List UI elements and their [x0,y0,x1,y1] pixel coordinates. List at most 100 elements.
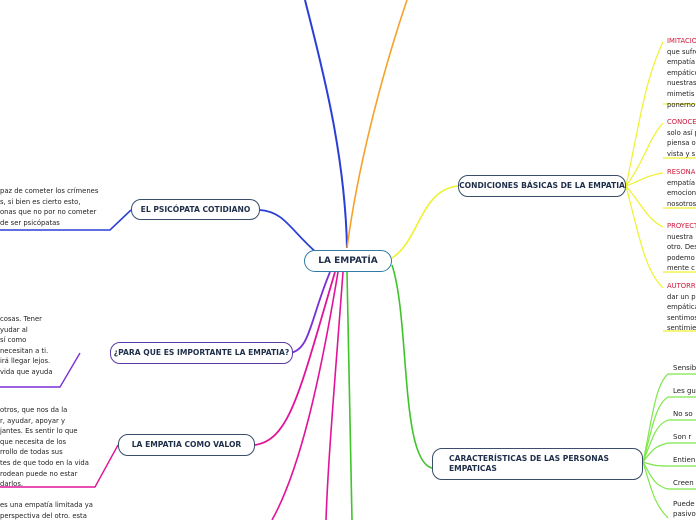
caracteristica-item[interactable]: Les gu [673,387,696,395]
caracteristica-item[interactable]: Son r [673,433,692,441]
valor-line: r, ayudar, apoyar y [0,416,66,425]
group-line: empatía [667,178,696,187]
connector-proyeccion [625,185,664,228]
valor-line: darlos. [0,480,24,489]
valor-text: otros, que nos da la r, ayudar, apoyar y… [0,405,89,490]
valor-line: rrollo de todas sus [0,448,63,457]
connector-bottom-pink [325,271,344,520]
valor-line: rodean puede no estar [0,469,78,478]
importante-line: sí como [0,336,27,345]
bottom-line: perspectiva del otro. esta [0,511,87,520]
importante-line: vida que ayuda [0,367,53,376]
caracteristica-item[interactable]: No so [673,410,693,418]
psicopata-line: paz de cometer los crímenes [0,187,99,195]
importante-text: cosas. Tener yudar al sí como necesitan … [0,314,53,378]
topic-caracteristicas-label-line1: CARACTERÍSTICAS DE LAS PERSONAS [449,454,610,463]
psicopata-text: paz de cometer los crímenes s, si bien e… [0,186,98,228]
connector-top-orange [346,0,408,249]
connector-item-2 [642,396,669,463]
caracteristica-item[interactable]: pasivo [673,510,696,518]
underline-psicopata [0,209,132,231]
valor-line: otros, que nos da la [0,406,68,414]
group-heading: AUTORR [667,282,696,290]
group-heading: PROYECT [667,222,696,230]
condiciones-group-autorregulacion: AUTORR dar un p empática sentimos sentim… [667,281,696,334]
group-line: solo así p [667,128,696,137]
topic-condiciones-node[interactable]: CONDICIONES BÁSICAS DE LA EMPATIA [458,175,626,197]
group-line: empática [667,303,696,312]
group-line: podemo [667,253,695,262]
connector-valor [254,271,336,446]
underline-importante [0,352,81,388]
condiciones-group-proyeccion: PROYECT nuestra otro. Des podemo mente c [667,221,696,274]
group-heading: CONOCE [667,118,696,126]
connector-item-3 [642,419,669,463]
connector-top-blue [304,0,348,249]
connector-resonancia [625,172,664,187]
group-line: piensa o [667,139,696,148]
connector-psicopata [259,209,319,255]
topic-valor-label: LA EMPATIA COMO VALOR [131,440,242,449]
condiciones-group-resonancia: RESONA empatía emocion nosotros [667,167,696,209]
group-line: que sufre [667,47,696,56]
connector-item-5 [642,461,669,467]
condiciones-group-imitacion: IMITACIO que sufre empatía empático nues… [667,36,696,110]
topic-importante-label: ¿PARA QUE ES IMPORTANTE LA EMPATIA? [113,348,290,357]
group-line: emocion [667,189,696,198]
importante-line: cosas. Tener [0,315,42,323]
bottom-text: es una empatía limitada ya perspectiva d… [0,500,93,521]
group-line: empático [667,68,696,77]
group-line: vista y s [667,149,696,158]
topic-importante-node[interactable]: ¿PARA QUE ES IMPORTANTE LA EMPATIA? [110,342,293,364]
importante-line: necesitan a ti. [0,346,49,355]
topic-caracteristicas-node[interactable]: CARACTERÍSTICAS DE LAS PERSONAS EMPATICA… [432,448,643,480]
connector-bottom-green [346,271,353,520]
connector-bottom-magenta [271,271,339,520]
topic-psicopata-label: EL PSICÓPATA COTIDIANO [140,205,251,214]
caracteristica-item[interactable]: Entien [673,456,696,464]
psicopata-line: de ser psicópatas [0,218,60,227]
central-topic-label: LA EMPATÍA [318,256,378,266]
topic-valor-node[interactable]: LA EMPATIA COMO VALOR [118,434,255,456]
connector-item-6 [642,461,669,490]
caracteristica-item[interactable]: Puede [673,500,695,508]
group-heading: IMITACIO [667,37,696,45]
connector-caracteristicas [391,264,433,469]
valor-line: tes de que todo en la vida [0,458,89,467]
connector-imitacion [625,41,664,187]
valor-line: jantes. Es sentir lo que [0,427,78,436]
connector-item-7 [642,461,669,519]
underline-valor [0,444,119,488]
group-line: nuestra [667,232,693,241]
topic-psicopata-node[interactable]: EL PSICÓPATA COTIDIANO [131,199,260,220]
group-line: nosotros [667,199,696,208]
group-line: dar un p [667,292,696,301]
topic-caracteristicas-label-line2: EMPATICAS [449,464,497,473]
group-line: mimetis [667,89,695,98]
group-line: nuestras [667,79,696,88]
topic-condiciones-label: CONDICIONES BÁSICAS DE LA EMPATIA [459,181,625,190]
caracteristica-item[interactable]: Creen [673,479,694,487]
caracteristica-item[interactable]: Sensib [673,364,696,372]
importante-line: yudar al [0,325,28,334]
group-line: sentimos [667,313,696,322]
connector-conocer [625,122,664,187]
connector-item-4 [642,442,669,463]
psicopata-line: s, si bien es cierto esto, [0,197,81,206]
connector-autorregulacion [625,185,664,289]
connector-item-1 [642,373,669,463]
connector-condiciones [391,185,459,259]
bottom-line: es una empatía limitada ya [0,501,93,509]
importante-line: irá llegar lejos. [0,357,51,366]
condiciones-group-conocer: CONOCE solo así p piensa o vista y s [667,117,696,159]
group-line: empatía [667,58,696,67]
group-heading: RESONA [667,168,696,176]
group-line: otro. Des [667,243,696,252]
connector-importante [289,271,331,354]
central-topic-node[interactable]: LA EMPATÍA [304,250,392,272]
group-line: mente c [667,264,695,273]
valor-line: que necesita de los [0,437,67,446]
group-line: ponerno [667,100,696,109]
psicopata-line: onas que no por no cometer [0,208,97,217]
